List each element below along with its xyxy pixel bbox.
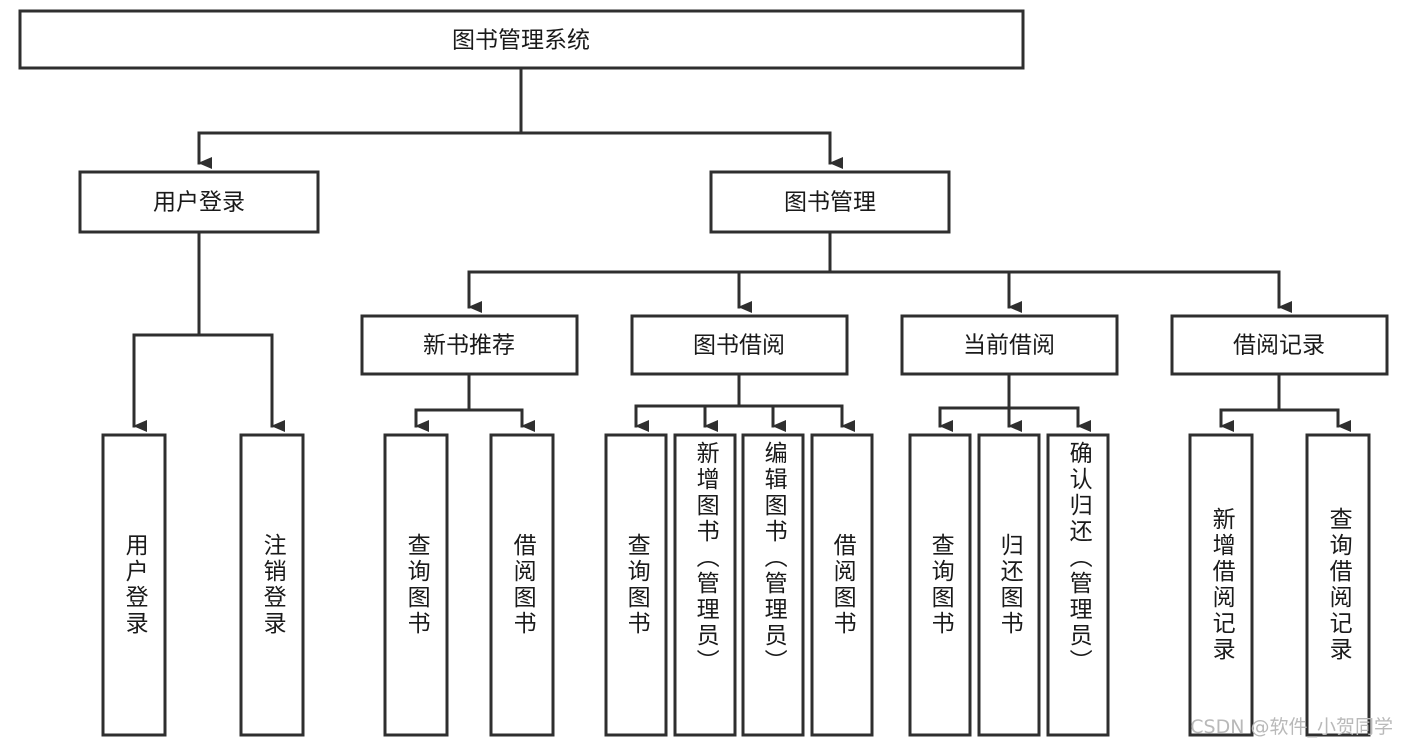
node-borrow-record-label: 借阅记录 bbox=[1233, 333, 1325, 359]
leaf-box-book-borrow-4[interactable] bbox=[810, 433, 874, 737]
node-user-login[interactable]: 用户登录 bbox=[78, 170, 320, 234]
node-book-borrow-label: 图书借阅 bbox=[693, 333, 785, 359]
node-book-management-label: 图书管理 bbox=[784, 190, 876, 216]
node-current-borrow-label: 当前借阅 bbox=[963, 333, 1055, 359]
leaf-box-user-login-2[interactable] bbox=[239, 433, 305, 737]
leaf-box-user-login-1[interactable] bbox=[101, 433, 167, 737]
leaf-box-new-book-2[interactable] bbox=[489, 433, 555, 737]
leaf-box-current-borrow-3[interactable] bbox=[1046, 433, 1110, 737]
node-book-management[interactable]: 图书管理 bbox=[709, 170, 951, 234]
watermark-text: CSDN @软件_小贺同学 bbox=[1190, 716, 1393, 738]
leaf-box-current-borrow-2[interactable] bbox=[977, 433, 1041, 737]
leaf-box-book-borrow-3[interactable] bbox=[741, 433, 805, 737]
node-borrow-record[interactable]: 借阅记录 bbox=[1170, 314, 1389, 376]
node-new-book-recommend[interactable]: 新书推荐 bbox=[360, 314, 579, 376]
node-current-borrow[interactable]: 当前借阅 bbox=[900, 314, 1119, 376]
leaf-box-new-book-1[interactable] bbox=[383, 433, 449, 737]
node-user-login-label: 用户登录 bbox=[153, 190, 245, 216]
leaf-box-current-borrow-1[interactable] bbox=[908, 433, 972, 737]
leaf-box-borrow-record-2[interactable] bbox=[1305, 433, 1371, 737]
leaf-box-borrow-record-1[interactable] bbox=[1188, 433, 1254, 737]
node-root-label: 图书管理系统 bbox=[452, 28, 590, 54]
node-new-book-recommend-label: 新书推荐 bbox=[423, 333, 515, 359]
node-root[interactable]: 图书管理系统 bbox=[18, 9, 1025, 70]
leaf-box-book-borrow-1[interactable] bbox=[604, 433, 668, 737]
node-book-borrow[interactable]: 图书借阅 bbox=[630, 314, 849, 376]
leaf-box-book-borrow-2[interactable] bbox=[673, 433, 737, 737]
